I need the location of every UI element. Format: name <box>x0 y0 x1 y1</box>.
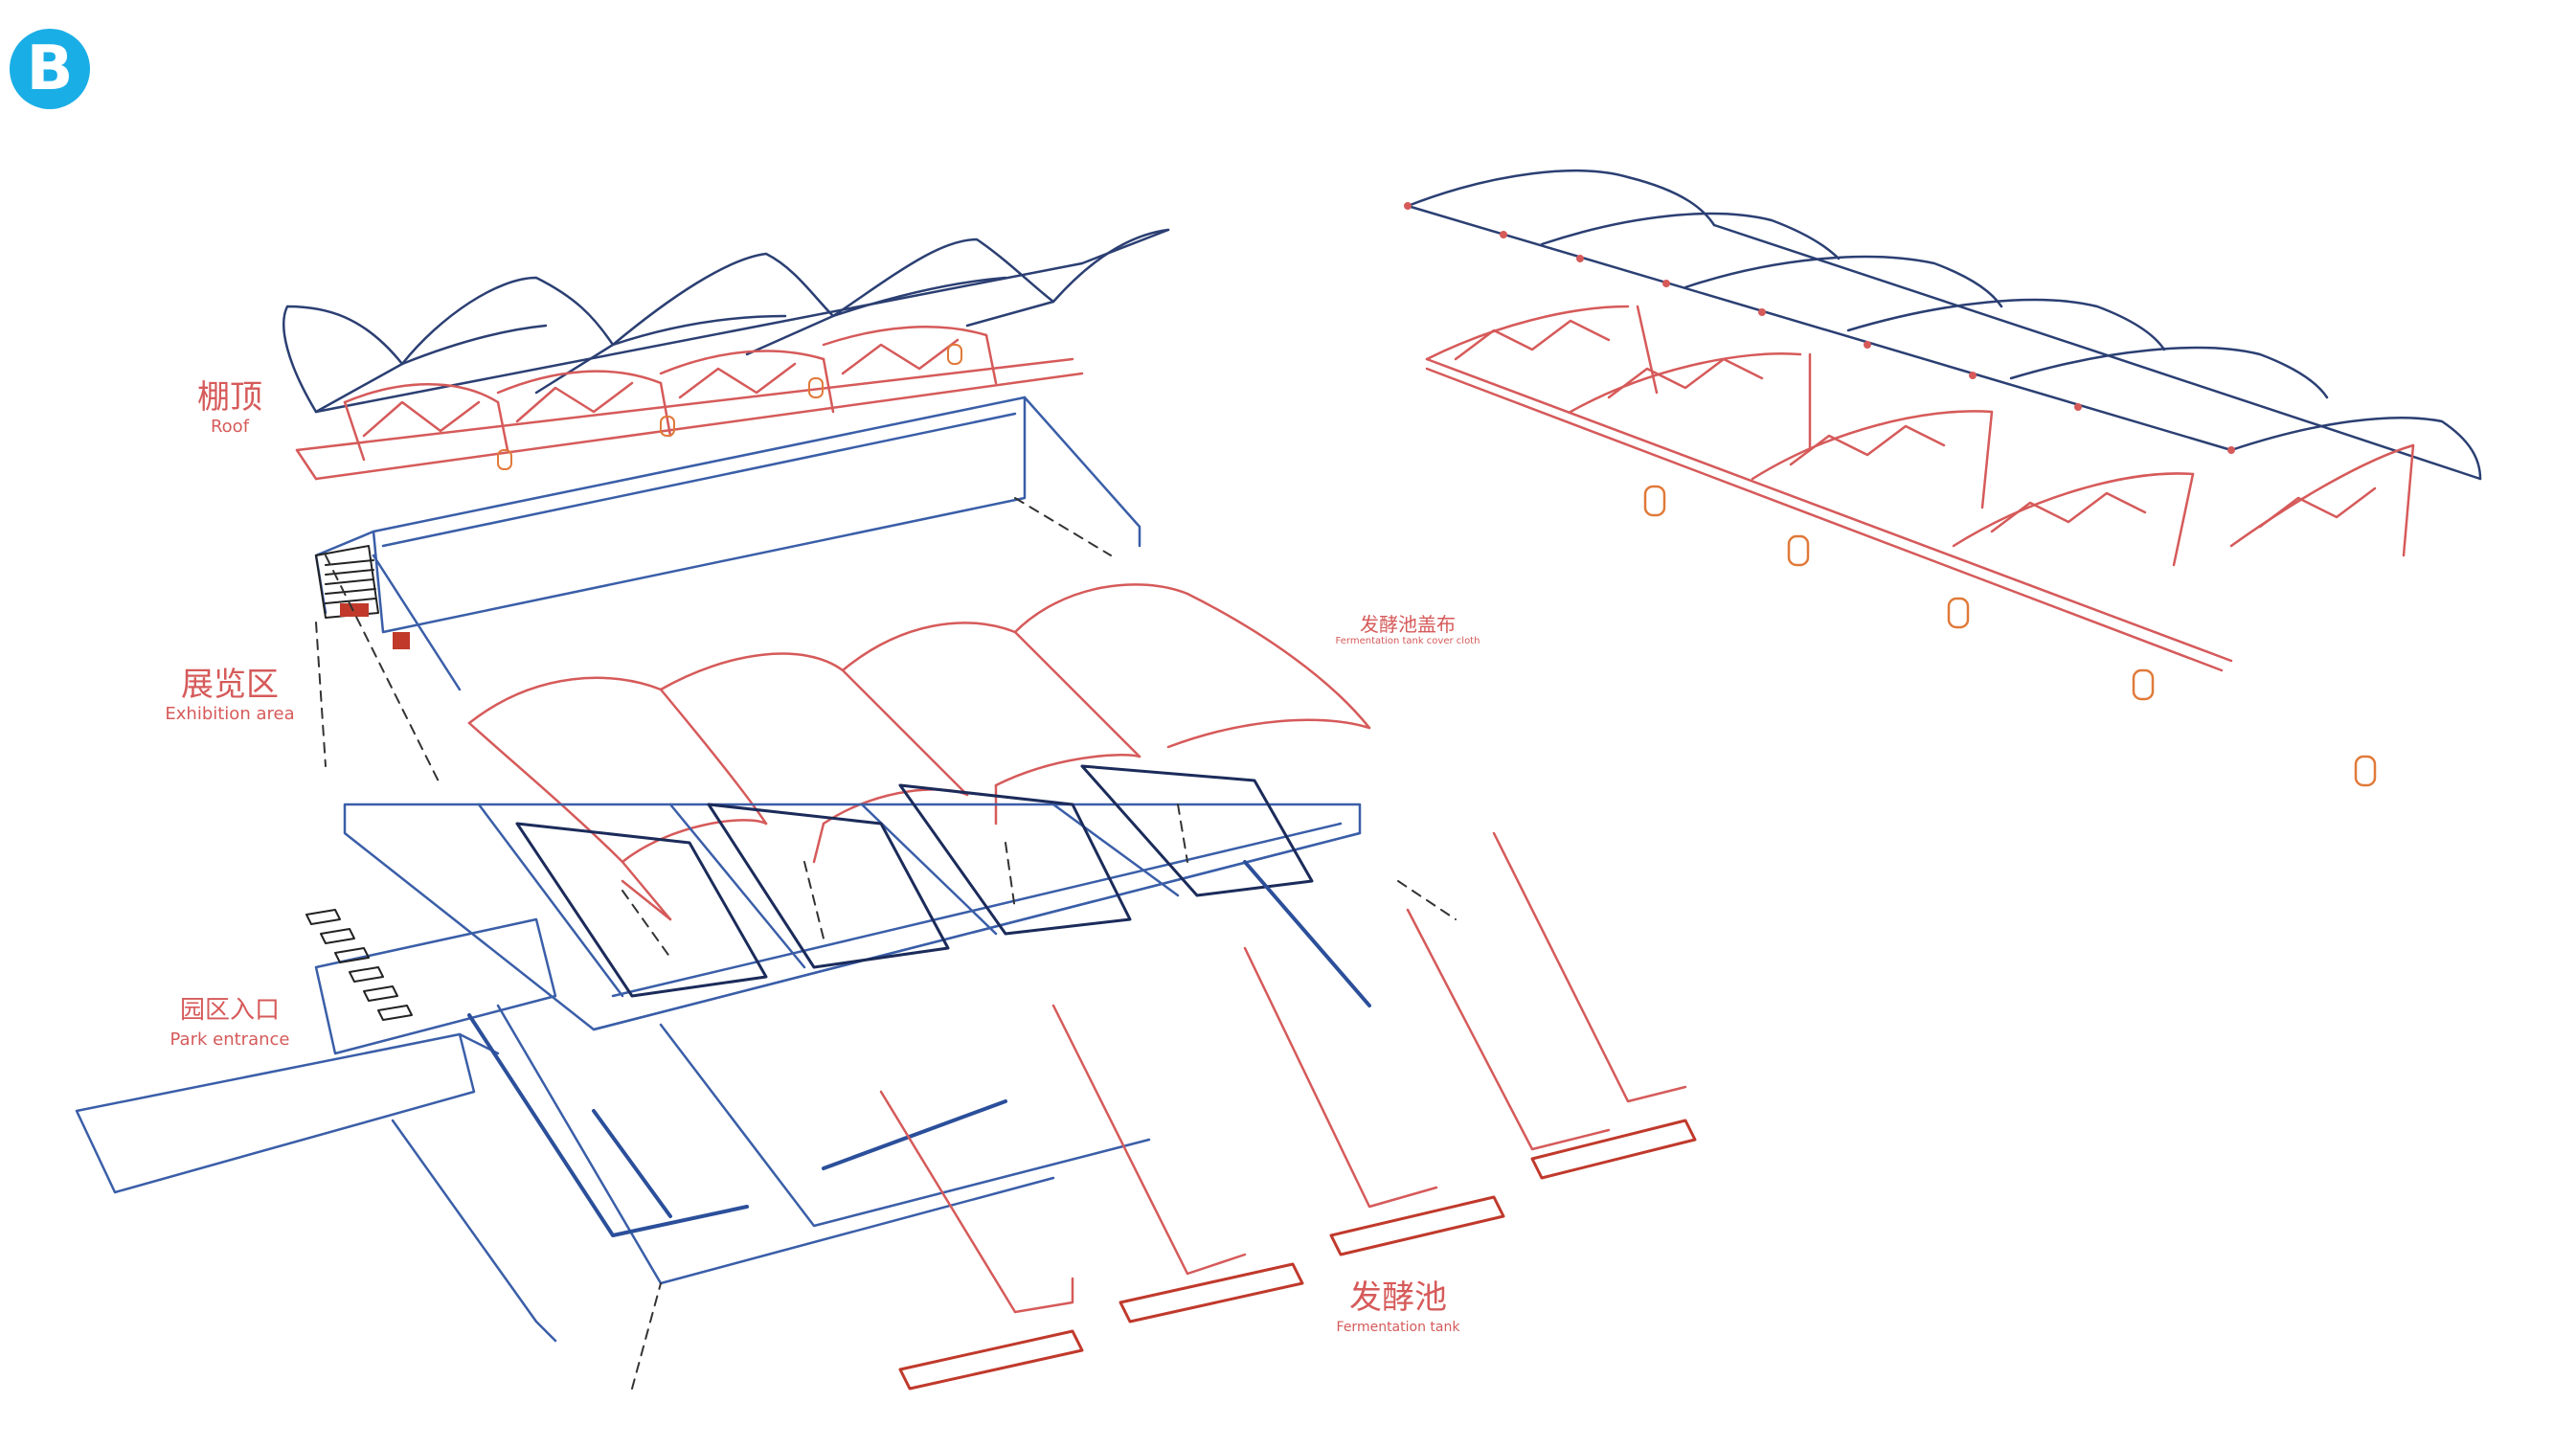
label-cover: 发酵池盖布 Fermentation tank cover cloth <box>1322 613 1494 647</box>
tank-pits <box>515 764 1314 998</box>
tank-cover-cloth <box>467 583 1371 921</box>
label-entrance: 园区入口 Park entrance <box>153 991 306 1051</box>
label-exhibition: 展览区 Exhibition area <box>144 666 316 725</box>
label-exhibition-en: Exhibition area <box>165 704 295 724</box>
roof-footings-right <box>1643 485 2377 787</box>
label-cover-en: Fermentation tank cover cloth <box>1335 636 1480 646</box>
label-exhibition-zh: 展览区 <box>181 666 279 704</box>
label-cover-zh: 发酵池盖布 <box>1360 613 1456 636</box>
exhibition-stair <box>315 545 379 619</box>
roof-footings-left <box>497 344 962 470</box>
entrance-steps <box>305 909 413 1021</box>
label-roof: 棚顶 Roof <box>177 378 282 438</box>
label-roof-zh: 棚顶 <box>197 378 262 417</box>
label-tank: 发酵池 Fermentation tank <box>1322 1278 1475 1338</box>
tank-frame <box>343 803 1362 1031</box>
section-badge: B <box>10 29 90 109</box>
label-tank-zh: 发酵池 <box>1349 1278 1447 1317</box>
label-tank-en: Fermentation tank <box>1336 1320 1460 1335</box>
roof-frame-right <box>1425 305 2415 672</box>
label-entrance-zh: 园区入口 <box>179 996 280 1025</box>
roof-membrane-right <box>1406 170 2482 481</box>
exhibition-display-red-2 <box>393 632 410 649</box>
roof-frame-left <box>295 326 1084 481</box>
roof-joint-dots <box>1404 202 2235 454</box>
exhibition-display-red <box>340 603 369 617</box>
explosion-guides <box>315 497 1457 1390</box>
roof-membrane-left <box>282 228 1170 414</box>
label-entrance-en: Park entrance <box>169 1029 290 1050</box>
ground-railings <box>467 860 1371 1237</box>
tank-gutters <box>898 1119 1697 1391</box>
tank-trays <box>879 831 1687 1314</box>
exhibition-area <box>314 396 1141 691</box>
label-roof-en: Roof <box>210 417 250 437</box>
